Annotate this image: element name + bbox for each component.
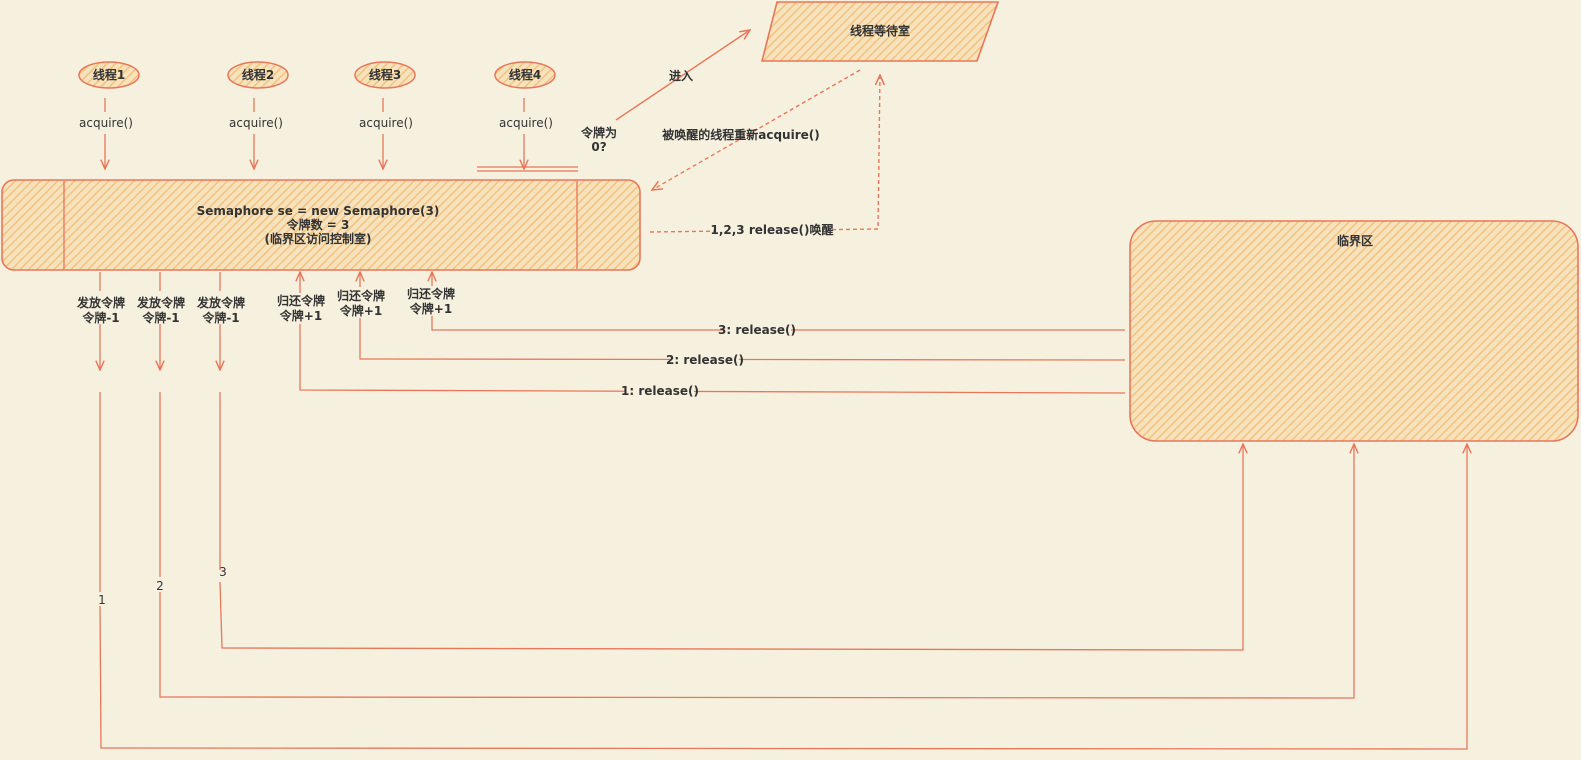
semaphore-line-1: Semaphore se = new Semaphore(3)	[197, 204, 440, 218]
thread-4-node: 线程4	[494, 61, 556, 89]
thread-4-label: 线程4	[509, 67, 541, 82]
thread-4-acquire-label: acquire()	[499, 116, 553, 130]
waiting-room: 线程等待室	[760, 1, 1000, 62]
token-zero-label-1: 令牌为	[580, 125, 617, 140]
issue-label-1-line1: 发放令牌	[76, 295, 125, 310]
issue-arrows	[100, 272, 220, 370]
thread-2-acquire-label: acquire()	[229, 116, 283, 130]
thread-1-acquire-label: acquire()	[79, 116, 133, 130]
thread-1-node: 线程1	[78, 61, 140, 89]
issue-label-2-line1: 发放令牌	[136, 295, 185, 310]
return-label-1-line2: 令牌+1	[279, 308, 322, 323]
reacquire-arrow	[652, 69, 861, 190]
semaphore-line-2: 令牌数 = 3	[286, 217, 350, 232]
wake-label: 1,2,3 release()唤醒	[710, 222, 833, 237]
return-label-3-line2: 令牌+1	[409, 301, 452, 316]
reacquire-label: 被唤醒的线程重新acquire()	[662, 127, 819, 142]
release-1-bg	[626, 384, 694, 398]
wake-label-bg	[716, 222, 828, 236]
critical-section-label: 临界区	[1337, 233, 1373, 248]
thread-3-node: 线程3	[354, 61, 416, 89]
path-number-1: 1	[98, 593, 106, 607]
release-label-2: 2: release()	[666, 353, 744, 367]
thread-2-node: 线程2	[227, 61, 289, 89]
token-zero-label-2: 0?	[591, 140, 606, 154]
return-label-2-line2: 令牌+1	[339, 303, 382, 318]
return-label-2-line1: 归还令牌	[337, 288, 385, 303]
semaphore-line-3: (临界区访问控制室)	[265, 231, 372, 246]
enter-critical-paths	[99, 392, 1467, 750]
enter-label: 进入	[669, 68, 693, 83]
thread-3-acquire-label: acquire()	[359, 116, 413, 130]
semaphore-box: Semaphore se = new Semaphore(3) 令牌数 = 3 …	[1, 179, 641, 271]
wake-arrow	[649, 75, 880, 233]
return-label-1-line1: 归还令牌	[277, 293, 325, 308]
path-number-3: 3	[219, 565, 227, 579]
issue-label-1-line2: 令牌-1	[81, 310, 119, 325]
release-label-3: 3: release()	[718, 323, 796, 337]
issue-label-3-line1: 发放令牌	[196, 295, 245, 310]
release-3-bg	[723, 323, 791, 337]
thread-1-label: 线程1	[93, 67, 125, 82]
thread-3-label: 线程3	[369, 67, 401, 82]
issue-label-2-line2: 令牌-1	[141, 310, 179, 325]
thread-2-label: 线程2	[242, 67, 274, 82]
critical-section: 临界区	[1129, 220, 1579, 442]
enter-arrow	[615, 30, 750, 121]
release-label-1: 1: release()	[621, 384, 699, 398]
path-number-2: 2	[156, 579, 164, 593]
release-2-bg	[671, 353, 739, 367]
waiting-room-label: 线程等待室	[850, 23, 910, 38]
return-label-3-line1: 归还令牌	[407, 286, 455, 301]
acquire-arrows	[105, 98, 578, 172]
issue-label-3-line2: 令牌-1	[201, 310, 239, 325]
return-arrows	[300, 272, 1126, 394]
